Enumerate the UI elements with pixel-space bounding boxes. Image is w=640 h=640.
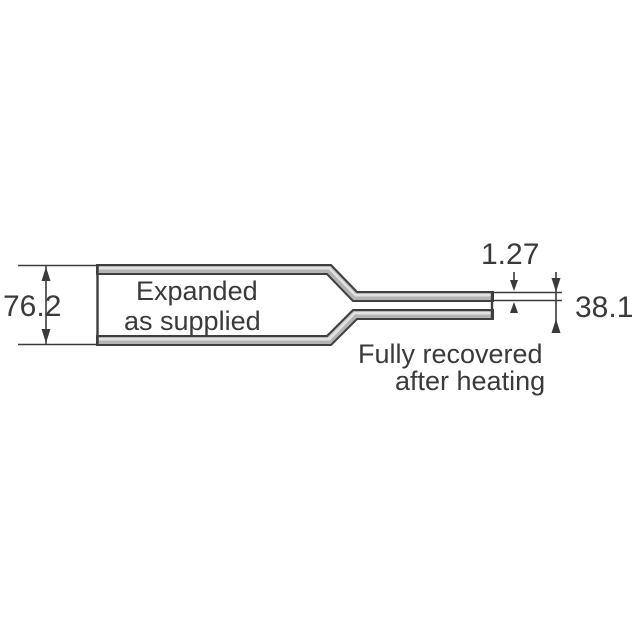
dimension-label-38-1: 38.1 (575, 291, 633, 324)
arrowhead-down-1-27 (510, 280, 518, 291)
dimension-76-2-group: 76.2 (3, 264, 97, 346)
expanded-label-line2: as supplied (124, 306, 261, 336)
arrowhead-up-76-2 (41, 267, 51, 281)
dimension-label-76-2: 76.2 (3, 290, 61, 323)
expanded-label-group: Expanded as supplied (124, 276, 261, 336)
dimension-label-1-27: 1.27 (481, 238, 539, 271)
dimension-38-1-group: 38.1 (551, 272, 633, 333)
recovered-label-line2: after heating (395, 366, 545, 396)
dimension-1-27-group: 1.27 (481, 238, 562, 313)
arrowhead-down-76-2 (41, 329, 51, 343)
arrowhead-up-1-27 (510, 302, 518, 313)
recovered-label-line1: Fully recovered (358, 339, 543, 369)
recovered-label-group: Fully recovered after heating (358, 339, 545, 396)
arrowhead-up-38-1 (551, 319, 561, 333)
arrowhead-down-38-1 (551, 278, 561, 292)
expanded-label-line1: Expanded (136, 276, 258, 306)
